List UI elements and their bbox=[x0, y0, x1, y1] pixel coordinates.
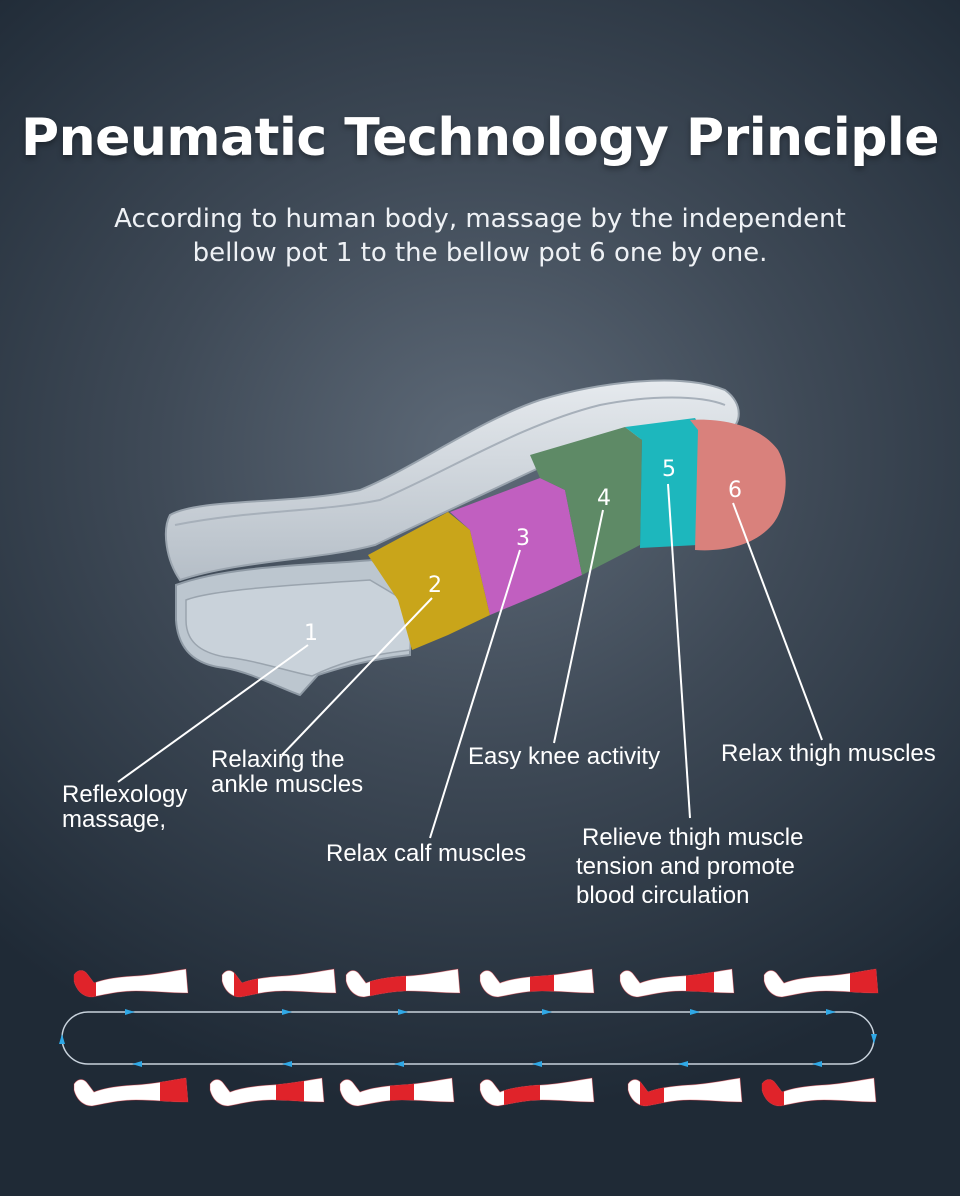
label-ankle-line-1: Relaxing the bbox=[211, 746, 345, 773]
leg-pictogram-t2 bbox=[345, 968, 461, 998]
chamber-number-4: 4 bbox=[597, 486, 611, 511]
label-thigh-line-1: Relax thigh muscles bbox=[721, 740, 936, 767]
leg-outline bbox=[763, 968, 879, 998]
chamber-2 bbox=[368, 512, 490, 650]
label-thigh-tension-line-3: blood circulation bbox=[576, 882, 750, 909]
leg-pictogram-t1 bbox=[221, 968, 337, 998]
label-reflexology-line-1: Reflexology bbox=[62, 781, 188, 808]
label-ankle-muscles: Relaxing the ankle muscles bbox=[211, 747, 363, 797]
subtitle-line-1: According to human body, massage by the … bbox=[114, 204, 846, 234]
leg-outline bbox=[479, 1077, 595, 1107]
leg-outline bbox=[627, 1077, 743, 1107]
arrow-left-5 bbox=[678, 1061, 688, 1067]
chamber-number-5: 5 bbox=[662, 457, 676, 482]
leader-line-3 bbox=[429, 549, 521, 839]
arrow-left-2 bbox=[282, 1061, 292, 1067]
leg-highlight bbox=[686, 969, 714, 997]
leg-shape bbox=[764, 969, 878, 997]
cycle-loop bbox=[59, 1009, 877, 1067]
label-thigh-muscles: Relax thigh muscles bbox=[721, 741, 936, 766]
leg-sequence-top bbox=[73, 968, 879, 998]
leg-outline bbox=[619, 968, 735, 998]
arrows-left bbox=[132, 1061, 822, 1067]
leg-pictogram-b4 bbox=[627, 1077, 743, 1107]
leg-pictogram-b5 bbox=[761, 1077, 877, 1107]
chamber-6 bbox=[690, 419, 786, 551]
arrow-right-4 bbox=[542, 1009, 552, 1015]
arrow-right-3 bbox=[398, 1009, 408, 1015]
arrow-left-4 bbox=[532, 1061, 542, 1067]
chamber-1 bbox=[185, 579, 413, 677]
leg-outline bbox=[209, 1077, 325, 1107]
leader-lines bbox=[117, 483, 823, 839]
leg-outline bbox=[761, 1077, 877, 1107]
leg-pictogram-b2 bbox=[339, 1077, 455, 1107]
arrow-right-5 bbox=[690, 1009, 700, 1015]
leg-outline bbox=[73, 1077, 189, 1107]
boot-seam bbox=[174, 396, 726, 526]
arrow-right-2 bbox=[282, 1009, 292, 1015]
leg-highlight bbox=[530, 969, 554, 997]
leg-outline bbox=[73, 968, 189, 998]
subtitle-line-2: bellow pot 1 to the bellow pot 6 one by … bbox=[192, 238, 768, 268]
leader-line-6 bbox=[732, 502, 823, 741]
arrow-down-right bbox=[871, 1034, 877, 1044]
leg-outline bbox=[479, 968, 595, 998]
leg-pictogram-t0 bbox=[73, 968, 189, 998]
chamber-3 bbox=[450, 478, 582, 615]
leader-line-1 bbox=[117, 644, 309, 783]
subtitle: According to human body, massage by the … bbox=[0, 202, 960, 270]
label-ankle-line-2: ankle muscles bbox=[211, 771, 364, 798]
label-thigh-tension-line-1: Relieve thigh muscle bbox=[582, 824, 804, 851]
leg-outline bbox=[221, 968, 337, 998]
chamber-5 bbox=[625, 418, 702, 548]
arrow-left-1 bbox=[132, 1061, 142, 1067]
chamber-number-1: 1 bbox=[304, 621, 318, 646]
label-calf-line-1: Relax calf muscles bbox=[326, 840, 527, 867]
boot-back-shell bbox=[164, 379, 740, 582]
arrow-left-6 bbox=[812, 1061, 822, 1067]
arrow-left-3 bbox=[394, 1061, 404, 1067]
leader-line-5 bbox=[667, 483, 691, 819]
chamber-4 bbox=[530, 427, 642, 575]
arrow-right-1 bbox=[125, 1009, 135, 1015]
leg-outline bbox=[345, 968, 461, 998]
label-reflexology-massage: Reflexology massage, bbox=[62, 782, 187, 832]
leg-sequence-bottom bbox=[73, 1077, 877, 1107]
label-calf-muscles: Relax calf muscles bbox=[326, 841, 526, 866]
leg-shape bbox=[762, 1078, 876, 1106]
label-knee-line-1: Easy knee activity bbox=[468, 743, 661, 770]
leg-pictogram-b3 bbox=[479, 1077, 595, 1107]
leader-line-4 bbox=[553, 509, 604, 744]
chamber-number-6: 6 bbox=[728, 478, 742, 503]
label-thigh-tension-line-2: tension and promote bbox=[576, 853, 795, 880]
arrows-right bbox=[125, 1009, 836, 1015]
label-reflexology-line-2: massage, bbox=[62, 806, 167, 833]
leg-massager-boot bbox=[164, 379, 786, 697]
leg-shape bbox=[74, 969, 188, 997]
label-thigh-tension: Relieve thigh muscle tension and promote… bbox=[576, 823, 803, 910]
leg-pictogram-b1 bbox=[209, 1077, 325, 1107]
label-knee-activity: Easy knee activity bbox=[468, 744, 660, 769]
leg-pictogram-b0 bbox=[73, 1077, 189, 1107]
leg-pictogram-t4 bbox=[619, 968, 735, 998]
leg-pictogram-t5 bbox=[763, 968, 879, 998]
leg-pictogram-t3 bbox=[479, 968, 595, 998]
leg-outline bbox=[339, 1077, 455, 1107]
chamber-number-2: 2 bbox=[428, 573, 442, 598]
leg-highlight bbox=[390, 1078, 414, 1106]
arrow-right-6 bbox=[826, 1009, 836, 1015]
chamber-number-3: 3 bbox=[516, 526, 530, 551]
page-title: Pneumatic Technology Principle bbox=[20, 108, 940, 168]
leader-line-2 bbox=[281, 597, 433, 756]
leg-shape bbox=[74, 1078, 188, 1106]
arrow-up-left bbox=[59, 1034, 65, 1044]
cycle-loop-track bbox=[61, 1011, 875, 1065]
leg-highlight bbox=[276, 1078, 304, 1106]
